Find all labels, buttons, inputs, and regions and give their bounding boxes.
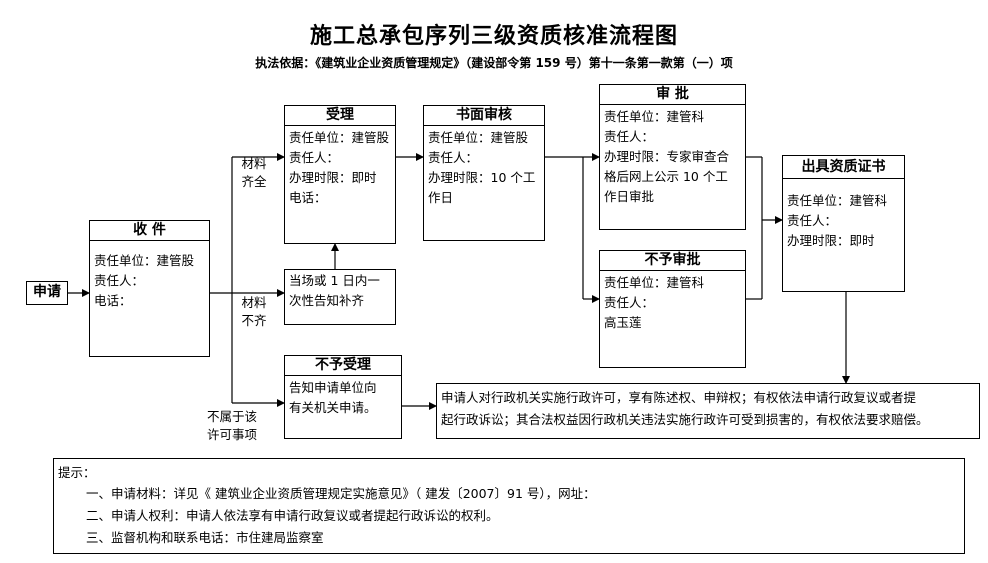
reject-accept-line: 告知申请单位向 <box>289 380 377 395</box>
rights-line: 起行政诉讼；其合法权益因行政机关违法实施行政许可受到损害的，有权依法要求赔偿。 <box>441 412 929 427</box>
receive-title: 收 件 <box>90 221 209 241</box>
page-title: 施工总承包序列三级资质核准流程图 <box>309 24 678 49</box>
approve-line: 办理时限：专家审查合 <box>604 149 730 164</box>
apply-node: 申请 <box>26 281 68 305</box>
approve-line: 责任单位：建管科 <box>604 109 705 124</box>
approve-node: 审 批 责任单位：建管科 责任人： 办理时限：专家审查合 格后网上公示 10 个… <box>599 84 746 230</box>
note-item: 三、监督机构和联系电话：市住建局监察室 <box>86 530 324 545</box>
accept-line: 责任单位：建管股 <box>289 130 390 145</box>
reject-approval-line: 责任人： <box>604 295 655 310</box>
reject-approval-line: 责任单位：建管科 <box>604 275 705 290</box>
reject-approval-title: 不予审批 <box>600 251 745 271</box>
label-complete: 材料齐全 <box>241 156 267 189</box>
issue-cert-line: 责任人： <box>787 213 838 228</box>
notes-panel: 提示： 一、申请材料：详见《 建筑业企业资质管理规定实施意见》（ 建发〔2007… <box>53 458 965 554</box>
receive-line: 责任人： <box>94 273 145 288</box>
approve-line: 作日审批 <box>604 189 655 204</box>
reject-accept-node: 不予受理 告知申请单位向 有关机关申请。 <box>284 355 402 439</box>
approve-title: 审 批 <box>600 85 745 105</box>
accept-node: 受理 责任单位：建管股 责任人： 办理时限：即时 电话： <box>284 105 396 244</box>
rights-node: 申请人对行政机关实施行政许可，享有陈述权、申辩权；有权依法申请行政复议或者提 起… <box>436 383 980 439</box>
note-item: 一、申请材料：详见《 建筑业企业资质管理规定实施意见》（ 建发〔2007〕91 … <box>86 486 596 501</box>
written-review-line: 作日 <box>428 190 454 205</box>
reject-approval-node: 不予审批 责任单位：建管科 责任人： 高玉莲 <box>599 250 746 368</box>
rights-line: 申请人对行政机关实施行政许可，享有陈述权、申辩权；有权依法申请行政复议或者提 <box>441 390 917 405</box>
notes-heading: 提示： <box>58 465 96 480</box>
approve-line: 责任人： <box>604 129 655 144</box>
written-review-title: 书面审核 <box>424 106 544 126</box>
issue-cert-title: 出具资质证书 <box>783 156 904 179</box>
written-review-line: 办理时限：10 个工 <box>428 170 536 185</box>
legal-basis: 执法依据：《建筑业企业资质管理规定》（建设部令第 159 号）第十一条第一款第（… <box>255 56 733 70</box>
label-not-applicable: 不属于该许可事项 <box>206 409 257 442</box>
reject-accept-title: 不予受理 <box>285 356 401 376</box>
supplement-node: 当场或 1 日内一 次性告知补齐 <box>284 269 396 325</box>
label-incomplete: 材料不齐 <box>241 295 267 328</box>
accept-line: 电话： <box>289 190 327 205</box>
approve-line: 格后网上公示 10 个工 <box>604 169 728 184</box>
written-review-line: 责任人： <box>428 150 479 165</box>
receive-node: 收 件 责任单位：建管股 责任人： 电话： <box>89 220 210 357</box>
accept-line: 办理时限：即时 <box>289 170 377 185</box>
written-review-line: 责任单位：建管股 <box>428 130 529 145</box>
written-review-node: 书面审核 责任单位：建管股 责任人： 办理时限：10 个工 作日 <box>423 105 545 241</box>
reject-accept-line: 有关机关申请。 <box>289 400 377 415</box>
accept-line: 责任人： <box>289 150 340 165</box>
receive-line: 责任单位：建管股 <box>94 253 195 268</box>
issue-cert-line: 办理时限：即时 <box>787 233 875 248</box>
supplement-line: 次性告知补齐 <box>289 293 365 308</box>
issue-cert-node: 出具资质证书 责任单位：建管科 责任人： 办理时限：即时 <box>782 155 905 292</box>
supplement-line: 当场或 1 日内一 <box>289 273 380 288</box>
receive-line: 电话： <box>94 293 132 308</box>
accept-title: 受理 <box>285 106 395 126</box>
reject-approval-line: 高玉莲 <box>604 315 642 330</box>
note-item: 二、申请人权利：申请人依法享有申请行政复议或者提起行政诉讼的权利。 <box>86 508 499 523</box>
issue-cert-line: 责任单位：建管科 <box>787 193 888 208</box>
